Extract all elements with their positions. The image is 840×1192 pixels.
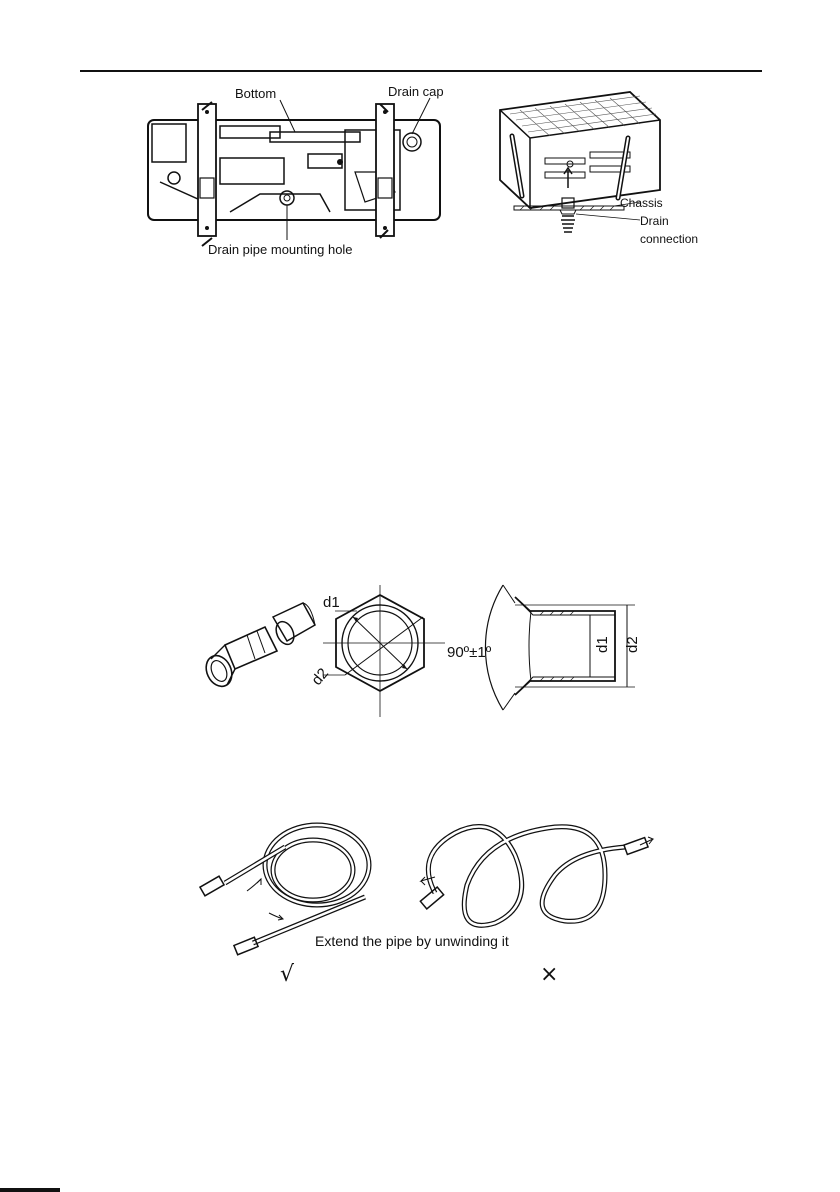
drain-cap-label: Drain cap <box>388 84 444 99</box>
drain-pipe-hole-label: Drain pipe mounting hole <box>208 242 353 257</box>
d2-label: d2 <box>308 665 332 689</box>
wrong-cross-icon: × <box>540 962 558 987</box>
page-bottom-mark <box>0 1188 60 1192</box>
pipe-with-nut-illustration <box>201 603 315 691</box>
pipe-caption: Extend the pipe by unwinding it <box>315 933 509 949</box>
chassis-label: Chassis <box>620 196 663 210</box>
chassis-drain-figure: Chassis Drain connection <box>490 80 700 260</box>
wrong-loop-illustration <box>420 827 653 926</box>
d1-label: d1 <box>323 594 340 611</box>
bottom-label: Bottom <box>235 86 276 101</box>
d2-right-label: d2 <box>624 636 641 653</box>
correct-check-icon: √ <box>280 962 294 987</box>
pipe-unwinding-figure: Extend the pipe by unwinding it <box>185 815 665 965</box>
unit-bottom-figure: Bottom Drain cap Drain pipe mounting hol… <box>140 82 450 262</box>
drain-connection-label: connection <box>640 232 698 246</box>
flare-nut-figure: d1 d2 90º±1º d1 d2 <box>195 575 645 725</box>
header-rule <box>80 70 762 72</box>
flare-section-illustration: d1 d2 <box>485 585 641 710</box>
drain-label: Drain <box>640 214 669 228</box>
hex-nut-illustration: d1 d2 90º±1º <box>308 585 491 717</box>
d1-right-label: d1 <box>594 636 611 653</box>
